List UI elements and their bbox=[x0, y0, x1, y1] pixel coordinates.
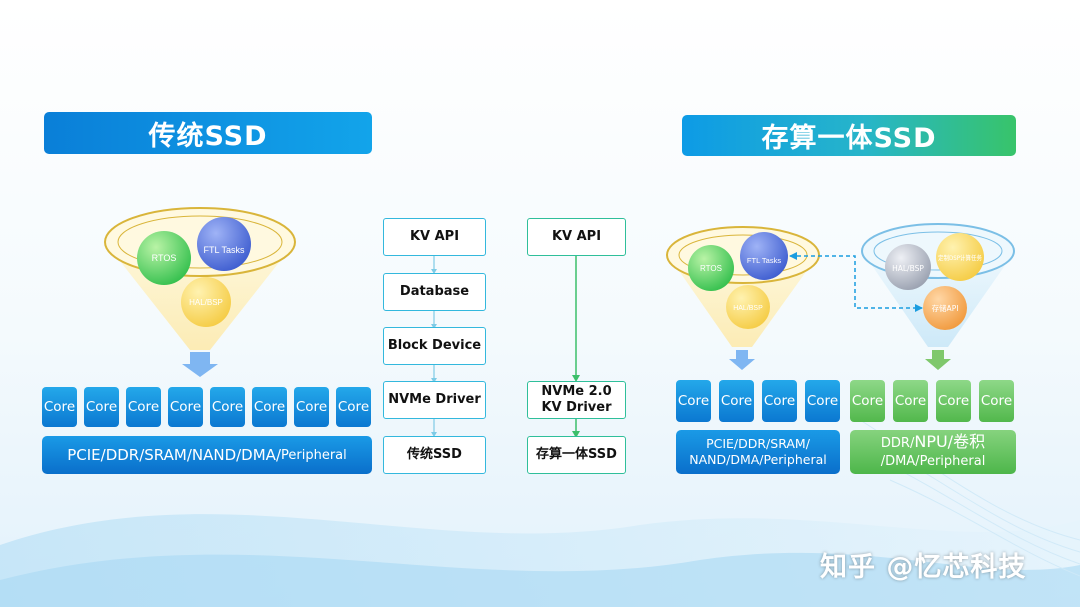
core: Core bbox=[294, 387, 329, 427]
custom-dsp-bubble bbox=[936, 233, 984, 281]
svg-text:FTL Tasks: FTL Tasks bbox=[203, 245, 245, 255]
core: Core bbox=[210, 387, 245, 427]
core: Core bbox=[979, 380, 1014, 422]
core: Core bbox=[893, 380, 928, 422]
svg-text:HAL/BSP: HAL/BSP bbox=[892, 264, 924, 273]
core: Core bbox=[126, 387, 161, 427]
stack-kv-api: KV API bbox=[383, 218, 486, 256]
csd-funnels: RTOS FTL Tasks HAL/BSP HAL/BSP 定制DSP计算任务… bbox=[666, 223, 1015, 370]
stack-traditional-ssd: 传统SSD bbox=[383, 436, 486, 474]
stack-block-device: Block Device bbox=[383, 327, 486, 365]
stack-connectors bbox=[431, 256, 580, 438]
core: Core bbox=[850, 380, 885, 422]
csd-ssd: 存算一体SSD bbox=[527, 436, 626, 474]
svg-text:HAL/BSP: HAL/BSP bbox=[733, 305, 763, 312]
down-arrow-icon bbox=[925, 350, 951, 370]
hal-bsp-bubble bbox=[726, 285, 770, 329]
svg-text:FTL Tasks: FTL Tasks bbox=[747, 256, 781, 265]
traditional-bus-bar: PCIE/DDR/SRAM/NAND/DMA/Peripheral bbox=[42, 436, 372, 474]
svg-text:定制DSP计算任务: 定制DSP计算任务 bbox=[938, 253, 982, 262]
csd-nvme-kv-driver: NVMe 2.0 KV Driver bbox=[527, 381, 626, 419]
stack-database: Database bbox=[383, 273, 486, 311]
core: Core bbox=[168, 387, 203, 427]
traditional-funnel: RTOS FTL Tasks HAL/BSP bbox=[104, 207, 296, 377]
core: Core bbox=[805, 380, 840, 422]
storage-api-bubble bbox=[923, 286, 967, 330]
core: Core bbox=[676, 380, 711, 422]
core: Core bbox=[936, 380, 971, 422]
hal-bsp-bubble bbox=[181, 277, 231, 327]
svg-text:RTOS: RTOS bbox=[152, 253, 177, 263]
core: Core bbox=[719, 380, 754, 422]
stack-nvme-driver: NVMe Driver bbox=[383, 381, 486, 419]
link-arrow-icon bbox=[789, 252, 797, 260]
svg-text:HAL/BSP: HAL/BSP bbox=[189, 298, 223, 307]
core: Core bbox=[252, 387, 287, 427]
svg-text:RTOS: RTOS bbox=[700, 264, 722, 273]
csd-title: 存算一体SSD bbox=[682, 115, 1016, 156]
watermark: 知乎 @忆芯科技 bbox=[820, 552, 1027, 583]
ftl-tasks-bubble bbox=[740, 232, 788, 280]
hal-bsp-bubble bbox=[885, 244, 931, 290]
down-arrow-icon bbox=[729, 350, 755, 370]
down-arrow-icon bbox=[182, 352, 218, 377]
csd-kv-api: KV API bbox=[527, 218, 626, 256]
csd-bus-bar-blue: PCIE/DDR/SRAM/ NAND/DMA/Peripheral bbox=[676, 430, 840, 474]
core: Core bbox=[42, 387, 77, 427]
core: Core bbox=[84, 387, 119, 427]
rtos-bubble bbox=[137, 231, 191, 285]
core: Core bbox=[336, 387, 371, 427]
ftl-tasks-bubble bbox=[197, 217, 251, 271]
link-arrow-icon bbox=[915, 304, 923, 312]
csd-bus-bar-green: DDR/NPU/卷积 /DMA/Peripheral bbox=[850, 430, 1016, 474]
rtos-bubble bbox=[688, 245, 734, 291]
core: Core bbox=[762, 380, 797, 422]
svg-text:存储API: 存储API bbox=[932, 303, 959, 313]
traditional-ssd-title: 传统SSD bbox=[44, 112, 372, 154]
